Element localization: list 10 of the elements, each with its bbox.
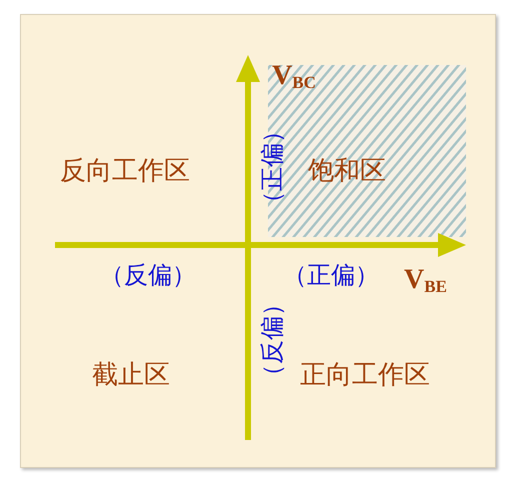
region-label: 饱和区 [308,158,386,184]
bias-label: （反偏） [260,292,284,388]
axis-label: V$_{BE}$ [404,266,447,295]
bias-label: （正偏） [283,263,379,287]
bias-label: （反偏） [100,263,196,287]
region-label: 截止区 [92,362,170,388]
region-label: 正向工作区 [300,362,430,388]
region-label: 反向工作区 [60,158,190,184]
axis-label: V$_{BC}$ [272,62,316,91]
bias-label: （正偏） [260,119,284,215]
